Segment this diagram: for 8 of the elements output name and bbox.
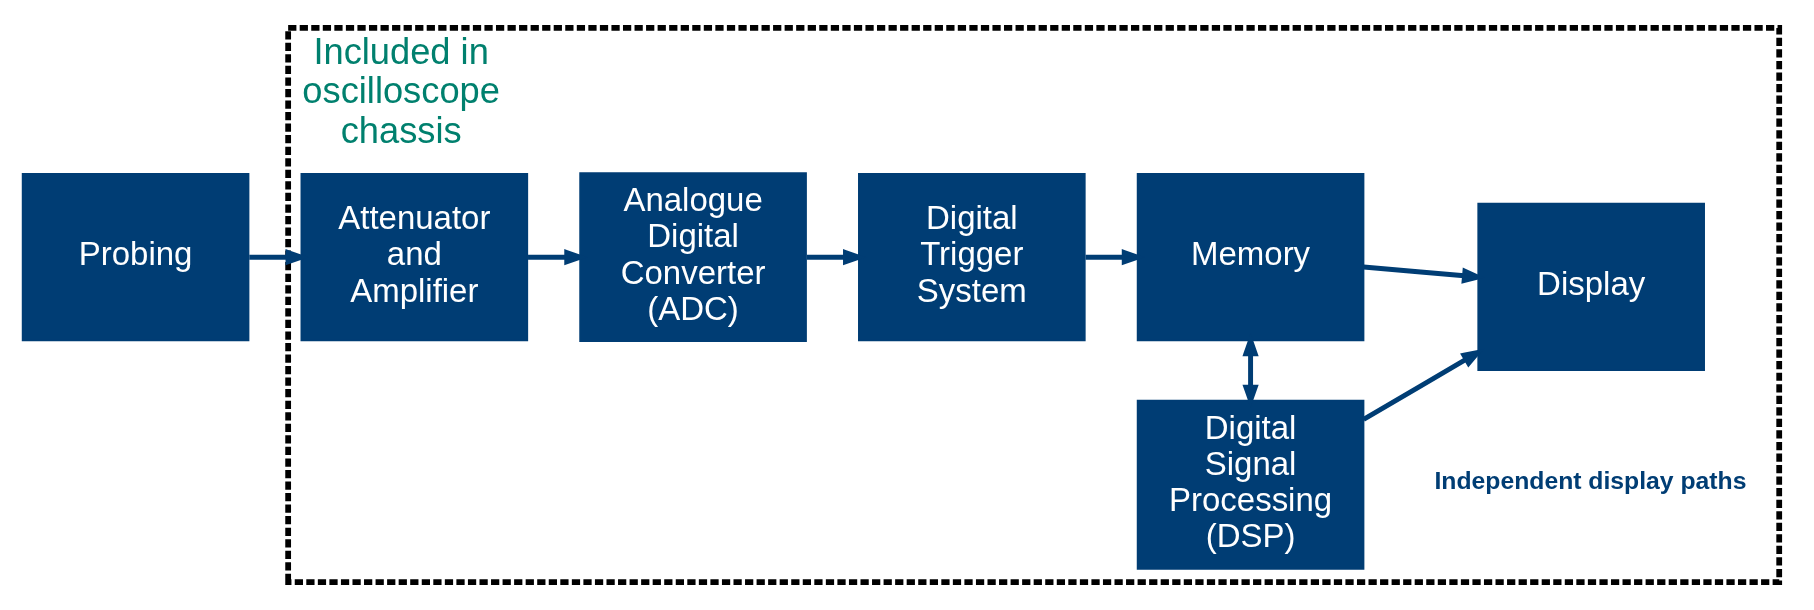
node-box: Probing xyxy=(21,173,249,342)
node-box: Display xyxy=(1476,202,1705,371)
node-box: Memory xyxy=(1136,173,1364,342)
node-box: Attenuator and Amplifier xyxy=(300,173,528,342)
node-box: Analogue Digital Converter (ADC) xyxy=(578,172,807,343)
node-box: Digital Trigger System xyxy=(857,173,1086,342)
node-box: Digital Signal Processing (DSP) xyxy=(1136,399,1364,570)
label: Independent display paths xyxy=(1433,466,1746,494)
